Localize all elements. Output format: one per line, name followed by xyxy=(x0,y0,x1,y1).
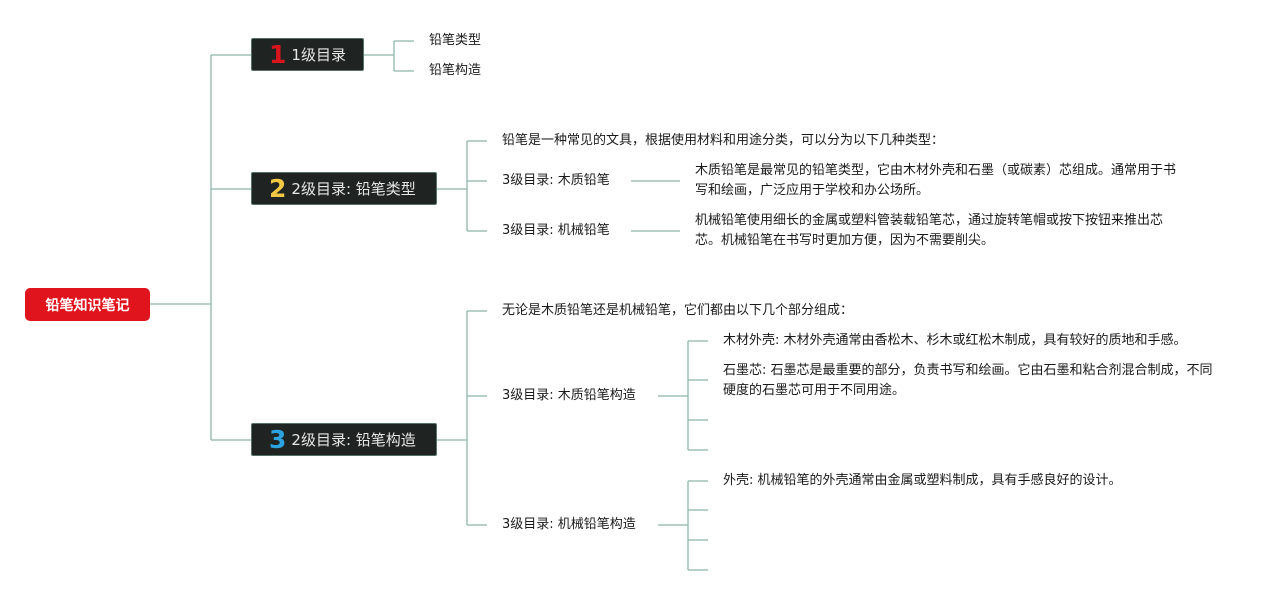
ch2-intro[interactable]: 铅笔是一种常见的文具，根据使用材料和用途分类，可以分为以下几种类型： xyxy=(502,133,945,148)
ch3-sub2-label[interactable]: 3级目录: 机械铅笔构造 xyxy=(502,517,636,532)
ch3-sub2-item-1[interactable]: 外壳: 机械铅笔的外壳通常由金属或塑料制成，具有手感良好的设计。 xyxy=(723,473,1122,488)
chapter-3-label: 2级目录: 铅笔构造 xyxy=(291,431,416,449)
ch1-item-2[interactable]: 铅笔构造 xyxy=(429,63,482,78)
ch1-item-1[interactable]: 铅笔类型 xyxy=(429,33,482,48)
number-3-icon: 3 xyxy=(269,425,287,454)
ch3-sub1-item-2[interactable]: 石墨芯: 石墨芯是最重要的部分，负责书写和绘画。它由石墨和粘合剂混合制成，不同硬… xyxy=(723,363,1213,398)
number-2-icon: 2 xyxy=(269,174,287,203)
chapter-1-label: 1级目录 xyxy=(291,46,346,64)
ch3-intro[interactable]: 无论是木质铅笔还是机械铅笔，它们都由以下几个部分组成： xyxy=(502,303,854,318)
ch3-sub1-label[interactable]: 3级目录: 木质铅笔构造 xyxy=(502,388,636,403)
chapter-2-node[interactable]: 2 2级目录: 铅笔类型 xyxy=(251,172,437,205)
ch2-sub2-label[interactable]: 3级目录: 机械铅笔 xyxy=(502,223,610,238)
chapter-3-node[interactable]: 3 2级目录: 铅笔构造 xyxy=(251,423,437,456)
number-1-icon: 1 xyxy=(269,40,287,69)
chapter-2-label: 2级目录: 铅笔类型 xyxy=(291,180,416,198)
ch2-sub1-desc[interactable]: 木质铅笔是最常见的铅笔类型，它由木材外壳和石墨（或碳素）芯组成。通常用于书写和绘… xyxy=(695,163,1177,198)
chapter-1-node[interactable]: 1 1级目录 xyxy=(251,38,364,71)
root-node[interactable]: 铅笔知识笔记 xyxy=(25,288,150,321)
root-label: 铅笔知识笔记 xyxy=(45,297,130,314)
ch2-sub1-label[interactable]: 3级目录: 木质铅笔 xyxy=(502,173,610,188)
ch3-sub1-item-1[interactable]: 木材外壳: 木材外壳通常由香松木、杉木或红松木制成，具有较好的质地和手感。 xyxy=(723,333,1187,348)
ch2-sub2-desc[interactable]: 机械铅笔使用细长的金属或塑料管装载铅笔芯，通过旋转笔帽或按下按钮来推出芯芯。机械… xyxy=(695,213,1164,248)
